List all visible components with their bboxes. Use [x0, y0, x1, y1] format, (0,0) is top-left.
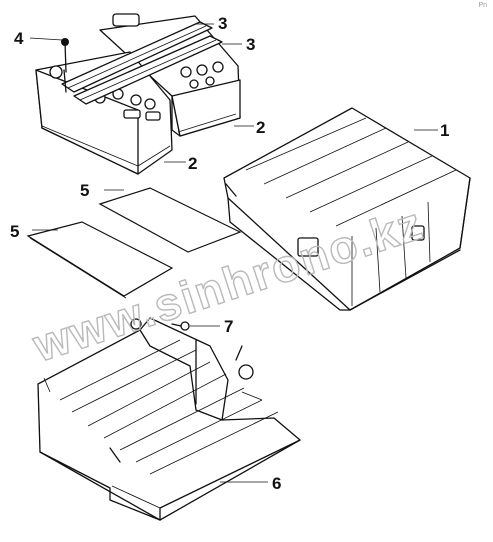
callout-2-front: 2	[188, 154, 197, 173]
callout-3-upper: 3	[218, 14, 227, 33]
callout-1: 1	[440, 121, 449, 140]
callout-5-lower: 5	[10, 222, 19, 241]
callout-7: 7	[224, 317, 233, 336]
callout-3-lower: 3	[246, 35, 255, 54]
callout-4: 4	[14, 29, 24, 48]
clamp-bars	[61, 21, 223, 105]
battery-tray	[37, 317, 301, 521]
callout-5-upper: 5	[80, 181, 89, 200]
callout-6: 6	[272, 474, 281, 493]
insulating-mats	[26, 187, 242, 299]
leader-lines	[29, 23, 438, 483]
bolt	[130, 318, 190, 331]
battery-cover	[223, 107, 471, 311]
callout-2-rear: 2	[256, 118, 265, 137]
corner-mark: Pn	[478, 2, 487, 9]
